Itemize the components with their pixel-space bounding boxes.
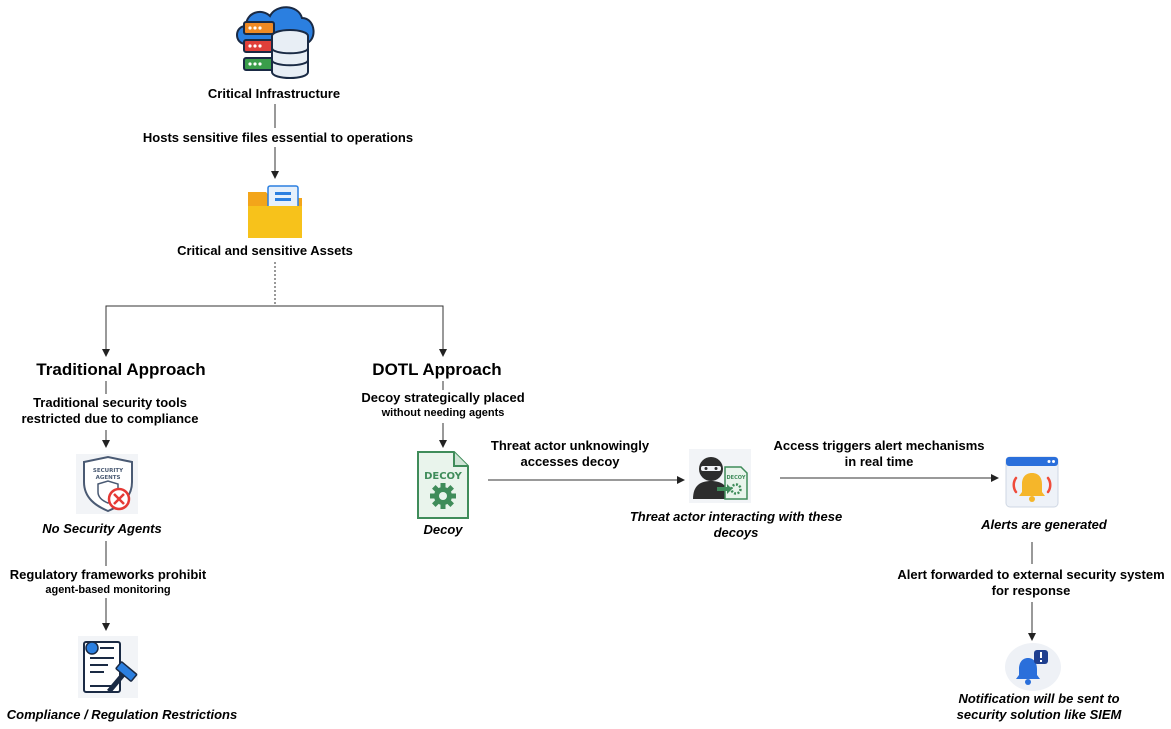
edge-split <box>105 305 444 356</box>
decoy-icon-text: DECOY <box>424 471 463 482</box>
traditional-step1: Traditional security tools restricted du… <box>22 395 199 427</box>
notification-line2: security solution like SIEM <box>956 707 1122 722</box>
notification-line1: Notification will be sent to <box>958 691 1120 706</box>
assets-label: Critical and sensitive Assets <box>177 243 353 258</box>
actor-icon-text: DECOY <box>727 475 746 481</box>
alerts-label: Alerts are generated <box>981 517 1107 532</box>
dotl-step1-line2: without needing agents <box>381 407 505 419</box>
traditional-step2-line2: agent-based monitoring <box>45 584 171 596</box>
dotl-step1: Decoy strategically placed without needi… <box>361 390 524 420</box>
traditional-step1-line2: restricted due to compliance <box>21 411 199 426</box>
edge-decoy-actor-label: Threat actor unknowingly accesses decoy <box>491 438 649 470</box>
dotl-heading: DOTL Approach <box>372 360 502 379</box>
compliance-label: Compliance / Regulation Restrictions <box>6 707 238 722</box>
no-agents-icon-text-2: AGENTS <box>96 475 121 481</box>
edge-actor-alerts-line2: in real time <box>844 454 914 469</box>
edge-alerts-forward-label: Alert forwarded to external security sys… <box>897 567 1164 599</box>
threat-actor-line2: decoys <box>713 525 759 540</box>
hacker-icon: DECOY <box>689 449 751 503</box>
edge-alerts-forward-line2: for response <box>991 583 1071 598</box>
infrastructure-edge-label: Hosts sensitive files essential to opera… <box>142 130 414 145</box>
threat-actor-line1: Threat actor interacting with these <box>629 509 843 524</box>
decoy-file-icon: DECOY <box>417 451 469 519</box>
security-agents-crossed-icon: SECURITY AGENTS <box>76 454 138 514</box>
traditional-step2: Regulatory frameworks prohibit agent-bas… <box>10 567 206 597</box>
no-agents-icon-text-1: SECURITY <box>93 468 124 474</box>
dotl-step1-line1: Decoy strategically placed <box>361 390 525 405</box>
no-agents-label: No Security Agents <box>42 521 162 536</box>
decoy-label: Decoy <box>423 522 463 537</box>
notification-label: Notification will be sent to security so… <box>957 691 1122 723</box>
cloud-server-icon <box>236 6 315 79</box>
traditional-step2-line1: Regulatory frameworks prohibit <box>9 567 207 582</box>
notification-icon <box>1005 643 1061 691</box>
alert-bell-icon <box>1005 456 1059 508</box>
traditional-heading: Traditional Approach <box>36 360 206 379</box>
edge-decoy-actor-line2: accesses decoy <box>520 454 620 469</box>
edge-actor-alerts-label: Access triggers alert mechanisms in real… <box>774 438 985 470</box>
traditional-step1-line1: Traditional security tools <box>33 395 187 410</box>
compliance-gavel-icon <box>78 636 138 698</box>
folder-icon <box>248 185 302 238</box>
edge-decoy-actor-line1: Threat actor unknowingly <box>490 438 650 453</box>
threat-actor-label: Threat actor interacting with these deco… <box>630 509 842 541</box>
edge-alerts-forward-line1: Alert forwarded to external security sys… <box>897 567 1165 582</box>
edge-actor-alerts-line1: Access triggers alert mechanisms <box>773 438 985 453</box>
infrastructure-label: Critical Infrastructure <box>207 86 341 101</box>
